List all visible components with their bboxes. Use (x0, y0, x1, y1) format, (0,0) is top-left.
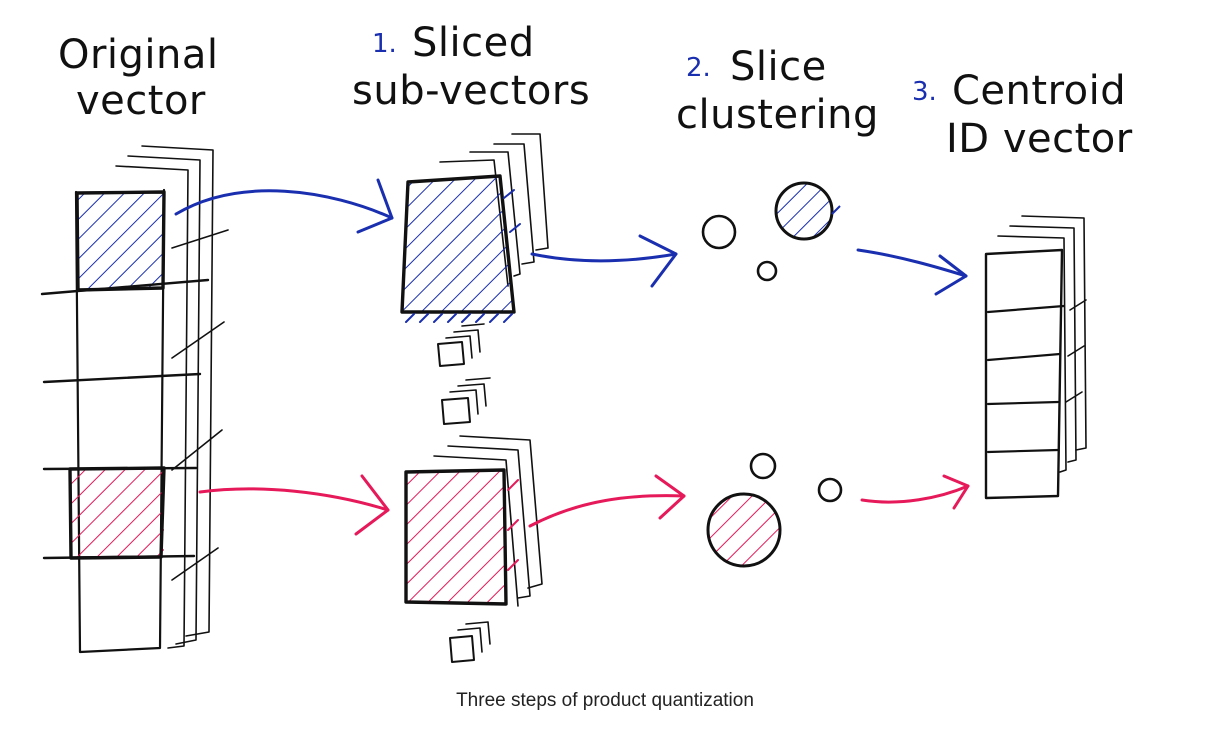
cluster-circle-icon (706, 492, 782, 568)
step1-number: 1. (372, 29, 397, 59)
sliced-subvector-blue (400, 133, 549, 323)
clusters-pink (706, 452, 843, 568)
mini-subvector-1 (437, 323, 485, 367)
mini-subvector-2 (441, 377, 491, 425)
cluster-circle-icon (756, 260, 778, 282)
arrow-pink-to-clusters-icon (528, 474, 686, 528)
title-original-line1: Original (58, 32, 219, 78)
title-step1: 1. Sliced sub-vectors (352, 20, 590, 114)
sliced-subvector-pink (404, 435, 543, 607)
arrow-pink-to-slices-icon (198, 474, 390, 536)
arrow-blue-to-centroids-icon (856, 248, 968, 296)
cluster-circle-icon (701, 214, 737, 250)
figure-caption: Three steps of product quantization (456, 690, 754, 711)
step1-line1: Sliced (412, 20, 535, 66)
arrow-pink-to-centroids-icon (860, 474, 970, 510)
title-step3: 3. Centroid ID vector (912, 68, 1133, 162)
blue-slice (78, 193, 164, 290)
original-vector-stack (40, 145, 229, 654)
step3-number: 3. (912, 77, 937, 107)
title-original-line2: vector (76, 78, 206, 124)
step2-line2: clustering (676, 92, 879, 138)
centroid-id-vector (984, 215, 1087, 500)
step3-line2: ID vector (946, 116, 1133, 162)
title-original-vector: Original vector (58, 32, 219, 124)
clusters-blue (701, 181, 841, 282)
arrow-blue-to-clusters-icon (530, 234, 678, 288)
cluster-circle-icon (774, 181, 834, 241)
step2-number: 2. (686, 53, 711, 83)
step1-line2: sub-vectors (352, 68, 590, 114)
arrow-blue-to-slices-icon (174, 178, 394, 234)
title-step2: 2. Slice clustering (676, 44, 879, 138)
cluster-circle-icon (749, 452, 777, 480)
pink-slice (70, 468, 164, 558)
mini-subvector-3 (449, 621, 491, 663)
step3-line1: Centroid (952, 68, 1126, 114)
cluster-circle-icon (817, 477, 843, 503)
step2-line1: Slice (730, 44, 827, 90)
